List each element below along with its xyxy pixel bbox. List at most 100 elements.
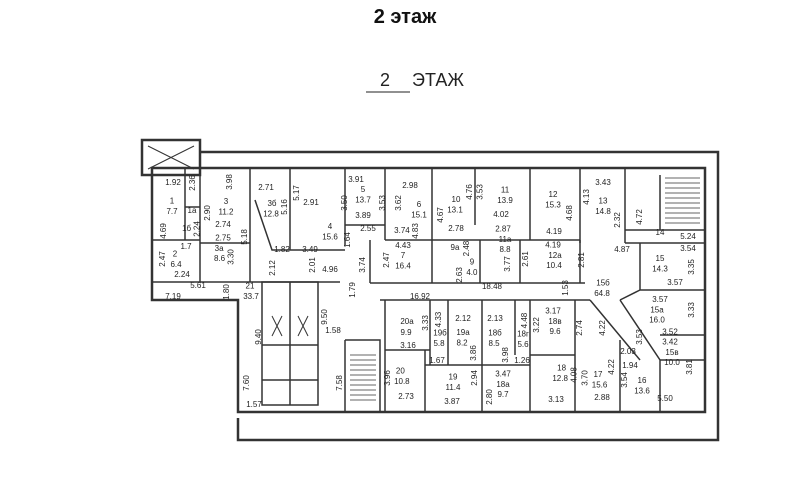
interior-wall (261, 281, 319, 406)
plan-label: 15.3 (545, 200, 561, 209)
plan-label: 3a (215, 244, 224, 253)
plan-label: 4.02 (493, 210, 509, 219)
interior-wall (385, 299, 641, 412)
plan-label: 21 (246, 281, 255, 290)
plan-label: 1.53 (561, 280, 570, 296)
plan-label: 3.62 (394, 195, 403, 211)
plan-label: 6 (417, 200, 422, 209)
plan-label: 3.50 (340, 195, 349, 211)
plan-label: 4.67 (436, 207, 445, 223)
plan-label: 2.94 (470, 370, 479, 386)
plan-label: 12a (548, 251, 562, 260)
plan-label: 4.22 (607, 359, 616, 375)
plan-label: 11.2 (219, 207, 235, 216)
elevator-shaft-icon (147, 145, 195, 170)
plan-label: 2.88 (594, 393, 610, 402)
plan-label: 3.87 (444, 397, 460, 406)
plan-label: 4 (328, 222, 333, 231)
plan-label: 2.98 (402, 181, 418, 190)
plan-label: 3 (224, 197, 229, 206)
plan-label: 3.53 (475, 184, 484, 200)
plan-label: 2.01 (308, 257, 317, 273)
plan-label: 5.16 (280, 199, 289, 215)
plan-label: 2.71 (258, 183, 274, 192)
plan-label: 9.40 (254, 329, 263, 345)
plan-label: 2.32 (613, 212, 622, 228)
plan-label: 9.50 (320, 309, 329, 325)
plan-label: 12.8 (263, 209, 279, 218)
elevator-shaft-icon (271, 315, 283, 337)
plan-label: 7.58 (335, 375, 344, 391)
plan-label: 15 (656, 254, 665, 263)
plan-label: 3.70 (581, 370, 590, 386)
plan-label: 2.36 (188, 175, 197, 191)
elevator-shaft-icon (297, 315, 309, 337)
plan-label: 4.72 (635, 209, 644, 225)
plan-label: 2.48 (462, 240, 471, 256)
plan-label: 2.24 (193, 221, 202, 237)
plan-label: 3.74 (394, 226, 410, 235)
plan-label: 6.4 (170, 260, 182, 269)
plan-label: 33.7 (243, 292, 259, 301)
plan-label: 14.3 (652, 264, 668, 273)
plan-label: 4.43 (395, 241, 411, 250)
plan-label: 2.61 (521, 251, 530, 267)
plan-label: 5.6 (517, 340, 529, 349)
plan-heading: 2 ЭТАЖ (366, 70, 464, 93)
plan-label: 2.55 (360, 224, 376, 233)
plan-label: 9.7 (497, 390, 509, 399)
plan-label: 2.03 (620, 347, 636, 356)
plan-label: 2.80 (485, 389, 494, 405)
plan-label: 5 (361, 185, 366, 194)
plan-label: 3.30 (226, 249, 235, 265)
plan-label: 3.96 (383, 370, 392, 386)
plan-label: 5.8 (433, 339, 445, 348)
heading-floor-number: 2 (380, 70, 390, 90)
interior-wall (380, 299, 590, 412)
plan-label: 1.92 (165, 178, 181, 187)
plan-label: 64.8 (594, 289, 610, 298)
plan-label: 1.94 (622, 361, 638, 370)
plan-label: 3.54 (680, 244, 696, 253)
outer-wall (200, 150, 720, 442)
plan-label: 4.69 (159, 223, 168, 239)
plan-label: 16.92 (410, 292, 431, 301)
plan-label: 3.57 (652, 295, 668, 304)
interior-wall (619, 289, 705, 412)
interior-wall (152, 168, 340, 283)
plan-label: 9.9 (400, 328, 412, 337)
plan-label: 7.7 (166, 207, 178, 216)
plan-label: 3.77 (503, 256, 512, 272)
plan-label: 16.4 (395, 261, 411, 270)
plan-label: 18б (488, 328, 502, 337)
plan-label: 3.43 (595, 178, 611, 187)
plan-label: 7.19 (165, 292, 181, 301)
plan-label: 13.9 (497, 196, 513, 205)
plan-label: 3.47 (495, 370, 511, 379)
interior-wall (369, 239, 585, 284)
plan-label: 5.61 (190, 281, 206, 290)
plan-label: 2.91 (303, 198, 319, 207)
plan-label: 1.7 (180, 242, 192, 251)
plan-label: 2.74 (575, 320, 584, 336)
plan-label: 1.67 (429, 356, 445, 365)
plan-label: 4.19 (545, 240, 561, 249)
plan-label: 2.87 (495, 225, 511, 234)
plan-label: 5.17 (292, 185, 301, 201)
plan-label: 1.64 (343, 232, 352, 248)
plan-label: 7 (401, 251, 406, 260)
plan-label: 10.0 (664, 358, 680, 367)
plan-label: 1.82 (274, 245, 290, 254)
plan-label: 4.33 (434, 311, 443, 327)
plan-label: 2.24 (174, 270, 190, 279)
plan-label: 3.54 (620, 372, 629, 388)
plan-label: 3.86 (469, 345, 478, 361)
plan-label: 2.73 (398, 392, 414, 401)
heading-floor-text: ЭТАЖ (412, 70, 464, 90)
plan-label: 4.76 (465, 184, 474, 200)
plan-label: 19 (449, 372, 458, 381)
plan-label: 4.08 (569, 367, 578, 383)
plan-label: 19a (456, 328, 470, 337)
plan-label: 18.48 (482, 282, 503, 291)
